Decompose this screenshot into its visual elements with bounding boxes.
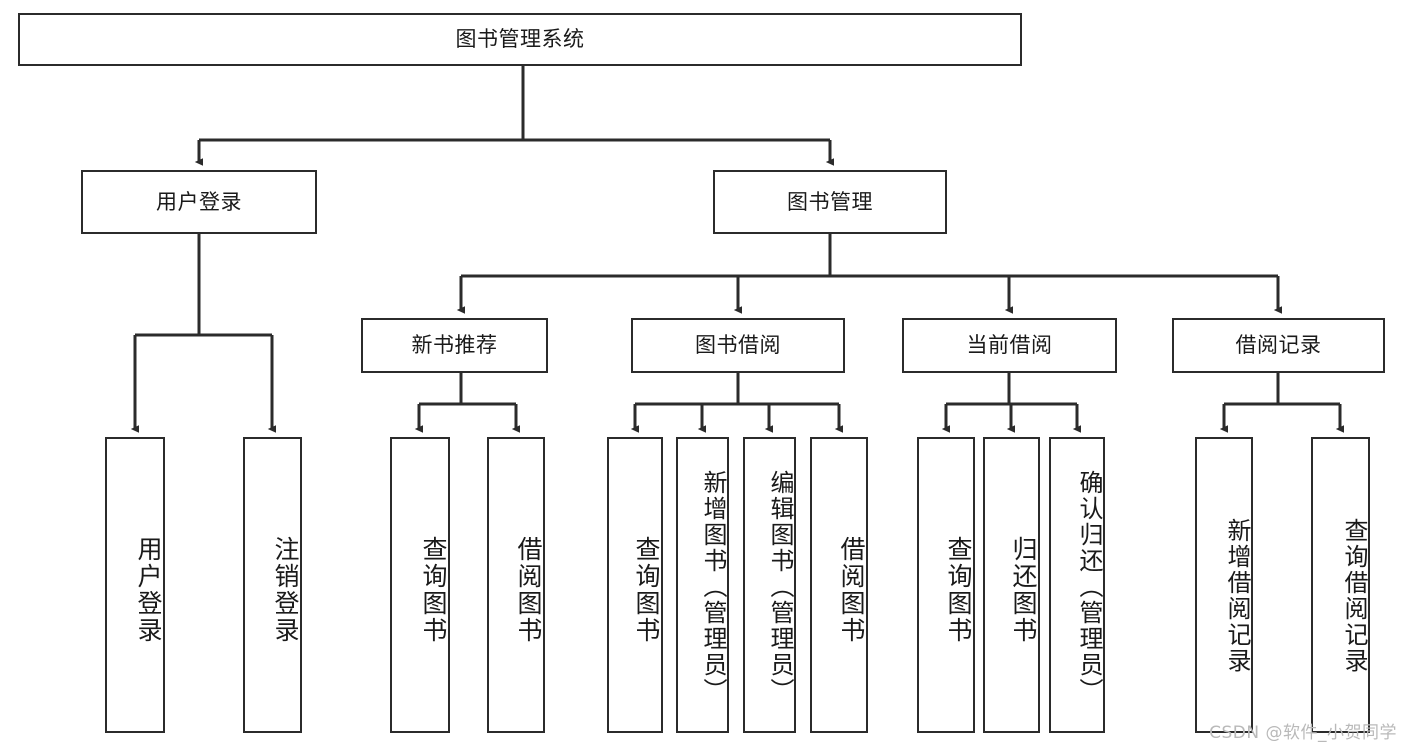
node-leaf-borrow-book[interactable]: 借阅图书 bbox=[810, 437, 868, 733]
node-leaf-return-book-label: 归还图书 bbox=[1009, 536, 1038, 644]
node-user-login-label: 用户登录 bbox=[156, 189, 242, 214]
node-leaf-query-book-borrow[interactable]: 查询图书 bbox=[607, 437, 663, 733]
node-leaf-query-book-recommend-label: 查询图书 bbox=[419, 536, 448, 644]
node-leaf-edit-book-admin-label: 编辑图书（管理员） bbox=[766, 470, 794, 704]
node-leaf-add-borrow-record-label: 新增借阅记录 bbox=[1223, 518, 1251, 674]
node-leaf-borrow-book-recommend-label: 借阅图书 bbox=[514, 536, 543, 644]
node-borrow-record[interactable]: 借阅记录 bbox=[1172, 318, 1385, 373]
node-leaf-add-book-admin[interactable]: 新增图书（管理员） bbox=[676, 437, 729, 733]
node-leaf-add-book-admin-label: 新增图书（管理员） bbox=[699, 470, 727, 704]
node-user-login[interactable]: 用户登录 bbox=[81, 170, 317, 234]
node-leaf-query-book-borrow-label: 查询图书 bbox=[632, 536, 661, 644]
node-current-borrow-label: 当前借阅 bbox=[966, 333, 1053, 358]
node-new-book-recommend-label: 新书推荐 bbox=[411, 333, 498, 358]
node-leaf-query-book-current[interactable]: 查询图书 bbox=[917, 437, 975, 733]
node-leaf-confirm-return-admin[interactable]: 确认归还（管理员） bbox=[1049, 437, 1105, 733]
node-leaf-user-login[interactable]: 用户登录 bbox=[105, 437, 165, 733]
node-book-borrow[interactable]: 图书借阅 bbox=[631, 318, 845, 373]
node-leaf-confirm-return-admin-label: 确认归还（管理员） bbox=[1075, 470, 1103, 704]
node-leaf-query-book-recommend[interactable]: 查询图书 bbox=[390, 437, 450, 733]
node-book-borrow-label: 图书借阅 bbox=[695, 333, 781, 358]
node-leaf-borrow-book-recommend[interactable]: 借阅图书 bbox=[487, 437, 545, 733]
node-leaf-borrow-book-label: 借阅图书 bbox=[837, 536, 866, 644]
node-leaf-query-borrow-record[interactable]: 查询借阅记录 bbox=[1311, 437, 1370, 733]
node-leaf-logout[interactable]: 注销登录 bbox=[243, 437, 302, 733]
node-new-book-recommend[interactable]: 新书推荐 bbox=[361, 318, 548, 373]
node-leaf-return-book[interactable]: 归还图书 bbox=[983, 437, 1040, 733]
node-book-manage-label: 图书管理 bbox=[787, 189, 873, 214]
node-leaf-edit-book-admin[interactable]: 编辑图书（管理员） bbox=[743, 437, 796, 733]
node-leaf-query-book-current-label: 查询图书 bbox=[944, 536, 973, 644]
node-root-label: 图书管理系统 bbox=[455, 27, 585, 52]
node-current-borrow[interactable]: 当前借阅 bbox=[902, 318, 1117, 373]
node-leaf-logout-label: 注销登录 bbox=[271, 536, 300, 644]
node-leaf-user-login-label: 用户登录 bbox=[134, 536, 163, 644]
node-leaf-add-borrow-record[interactable]: 新增借阅记录 bbox=[1195, 437, 1253, 733]
node-leaf-query-borrow-record-label: 查询借阅记录 bbox=[1340, 518, 1368, 674]
node-root[interactable]: 图书管理系统 bbox=[18, 13, 1022, 66]
node-borrow-record-label: 借阅记录 bbox=[1235, 333, 1322, 358]
node-book-manage[interactable]: 图书管理 bbox=[713, 170, 947, 234]
